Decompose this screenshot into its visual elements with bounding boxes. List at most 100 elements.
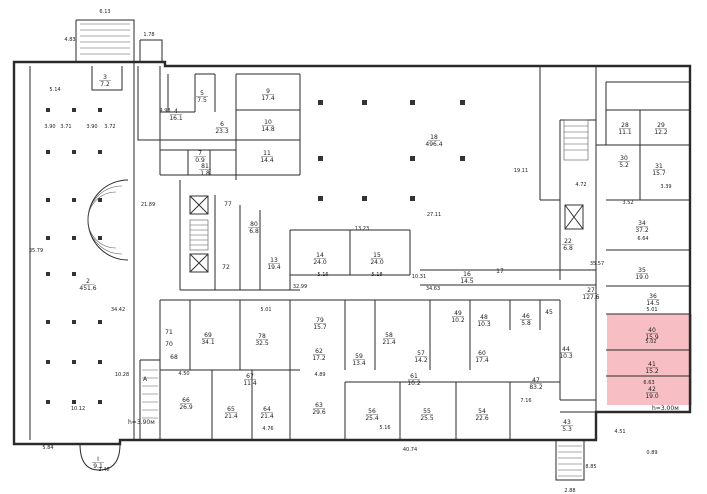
room-number: 6 — [220, 121, 224, 128]
highlighted-rooms — [607, 314, 692, 405]
room-number: 78 — [258, 333, 266, 340]
block-lower — [139, 299, 596, 440]
dimension-label: 35.57 — [590, 261, 604, 267]
dimension-label: 6.63 — [643, 380, 654, 386]
room-number: 48 — [480, 314, 488, 321]
dimension-label: 5.16 — [317, 272, 328, 278]
room-area: 14.2 — [414, 357, 428, 364]
dimension-label: 4.83 — [64, 37, 75, 43]
elevator-right — [563, 119, 589, 230]
height-note-right: h=3.00м — [652, 405, 679, 412]
room-area: 127.6 — [582, 294, 599, 301]
bottom-entrance — [79, 443, 121, 471]
room-number: 34 — [638, 220, 646, 227]
room-area: 34.1 — [201, 339, 215, 346]
dimension-label: 4.72 — [575, 182, 586, 188]
dimension-label: 5.84 — [42, 445, 53, 451]
dimension-label: 4.76 — [262, 426, 273, 432]
dimension-label: 4.98 — [159, 108, 170, 114]
room-number: 44 — [562, 346, 570, 353]
dimension-label: 10.12 — [71, 406, 85, 412]
room-number: 49 — [454, 310, 462, 317]
dimension-label: 3.39 — [660, 184, 671, 190]
elevators-left — [189, 195, 209, 273]
dimension-label: 5.01 — [260, 307, 271, 313]
room-labels: 37.22451.6416.157.5623.370.9917.41014.81… — [79, 74, 667, 470]
room-number: 61 — [410, 373, 418, 380]
room-area: 26.9 — [179, 404, 193, 411]
dimension-label: 6.64 — [637, 236, 648, 242]
room-area: 21.4 — [382, 339, 396, 346]
room-number: 67 — [246, 373, 254, 380]
room-area: 1.8 — [200, 170, 210, 177]
room-number: 71 — [165, 329, 173, 336]
room-number: I — [97, 456, 99, 463]
room-number: 45 — [545, 309, 553, 316]
small-porch — [139, 39, 163, 62]
dimension-label: 6.13 — [99, 9, 110, 15]
room-area: 11.4 — [243, 380, 257, 387]
room-number: 81 — [201, 163, 209, 170]
room-area: 14.8 — [261, 126, 275, 133]
dimension-label: 3.71 — [60, 124, 71, 130]
room-area: 451.6 — [79, 285, 96, 292]
room-number: 18 — [430, 134, 438, 141]
room-area: 19.0 — [635, 274, 649, 281]
room-number: 40 — [648, 327, 656, 334]
room-area: 496.4 — [425, 141, 442, 148]
room-area: 19.0 — [645, 393, 659, 400]
room-number: 65 — [227, 406, 235, 413]
dimension-label: 40.74 — [403, 447, 417, 453]
room-number: 55 — [423, 408, 431, 415]
dimension-label: 5.01 — [646, 307, 657, 313]
room-area: 19.4 — [267, 264, 281, 271]
dimension-label: 5.14 — [49, 87, 60, 93]
room-number: 9 — [266, 88, 270, 95]
room-number: 30 — [620, 155, 628, 162]
room-area: 17.4 — [475, 357, 489, 364]
room3-wall — [91, 66, 123, 91]
room-area: 14.5 — [460, 278, 474, 285]
room-area: 14.5 — [646, 300, 660, 307]
dimension-label: 5.18 — [371, 272, 382, 278]
room-area: 6.8 — [563, 245, 573, 252]
room-number: 27 — [587, 287, 595, 294]
room-number: 68 — [170, 354, 178, 361]
room-area: 17.4 — [261, 95, 275, 102]
room-number: 16 — [463, 271, 471, 278]
hall18-columns — [318, 100, 465, 201]
dimension-label: 13.23 — [355, 226, 369, 232]
dimension-label: 7.16 — [520, 398, 531, 404]
room-area: 12.2 — [654, 129, 668, 136]
room-number: 4 — [174, 108, 178, 115]
room-number: 14 — [316, 252, 324, 259]
room-area: 10.3 — [559, 353, 573, 360]
outer-wall — [12, 60, 692, 446]
room-number: 46 — [522, 313, 530, 320]
dimension-label: 34.63 — [426, 286, 440, 292]
room-number: 2 — [86, 278, 90, 285]
room-number: 56 — [368, 408, 376, 415]
room-area: 10.3 — [477, 321, 491, 328]
room-number: 28 — [621, 122, 629, 129]
room-area: 7.2 — [100, 81, 110, 88]
room-area: 17.2 — [312, 355, 326, 362]
dimension-label: 10.28 — [115, 372, 129, 378]
room-area: 14.4 — [260, 157, 274, 164]
dimension-label: 32.99 — [293, 284, 307, 290]
room-number: 64 — [263, 406, 271, 413]
room-number: 17 — [496, 268, 504, 275]
dimension-label: 3.72 — [104, 124, 115, 130]
room-area: 5.2 — [619, 162, 629, 169]
room-number: 41 — [648, 361, 656, 368]
room-number: 66 — [182, 397, 190, 404]
stage-arc — [87, 179, 129, 261]
room-number: 43 — [563, 419, 571, 426]
room-area: 32.5 — [255, 340, 269, 347]
stair-a — [142, 369, 158, 419]
dimension-label: 4.51 — [614, 429, 625, 435]
room-number: 70 — [165, 341, 173, 348]
dimension-label: 27.11 — [427, 212, 441, 218]
bottom-stair — [558, 445, 582, 477]
